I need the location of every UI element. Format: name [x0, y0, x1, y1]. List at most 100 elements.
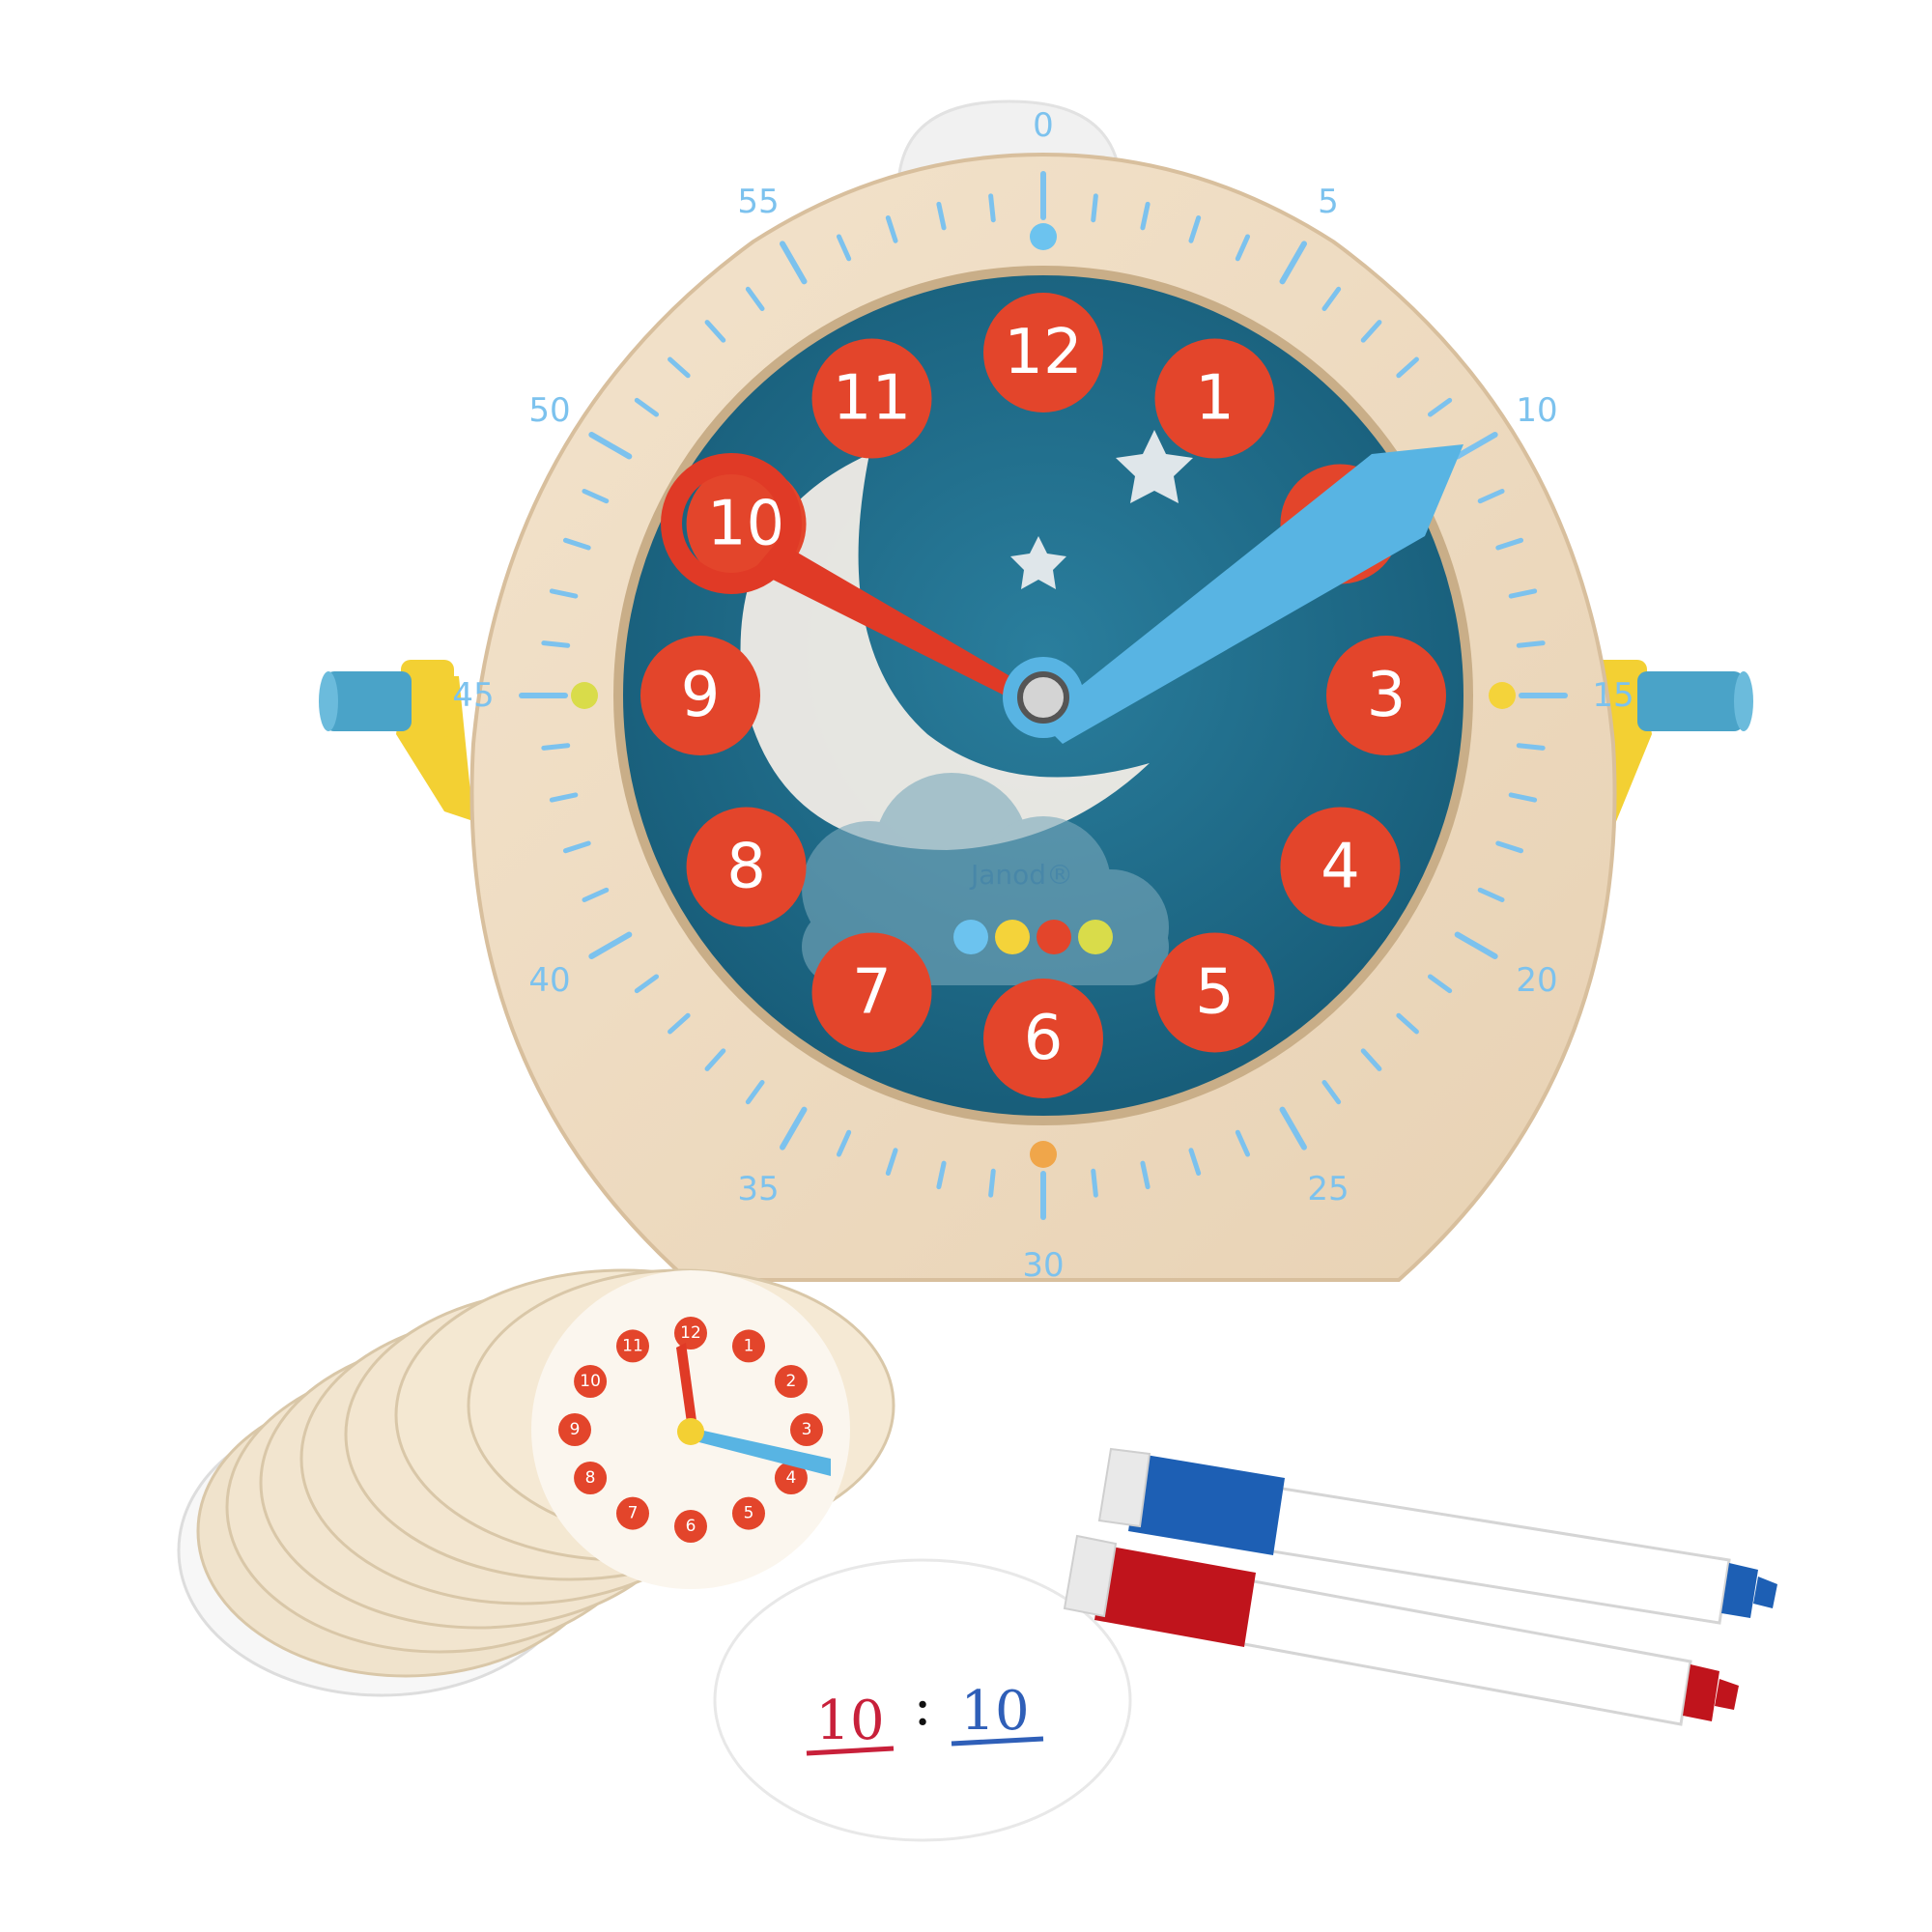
quarter-marker: [1030, 223, 1057, 250]
minute-tick: [541, 640, 571, 648]
minute-label: 15: [1592, 676, 1634, 715]
red-marker[interactable]: [1063, 1534, 1739, 1726]
minute-label: 20: [1516, 961, 1557, 1000]
hour-number: 9: [681, 660, 721, 731]
card-hour-hand: [676, 1343, 697, 1430]
quarter-marker: [1489, 682, 1516, 709]
card-hour-number: 3: [802, 1420, 812, 1439]
card-hour-number: 5: [744, 1504, 754, 1523]
hour-number: 11: [833, 363, 911, 435]
minute-tick: [1427, 397, 1453, 417]
minute-tick: [1477, 488, 1505, 504]
answer-separator: :: [914, 1675, 932, 1738]
minute-label: 25: [1307, 1170, 1349, 1208]
minute-tick: [936, 1160, 947, 1190]
card-hour-disc: 8: [574, 1462, 608, 1494]
card-hour-number: 1: [744, 1336, 754, 1355]
quarter-markers: [571, 223, 1516, 1168]
quarter-marker: [1030, 1141, 1057, 1168]
left-knob[interactable]: [319, 660, 473, 821]
minute-tick: [1235, 234, 1251, 262]
minute-tick: [1516, 640, 1546, 648]
card-hour-number: 8: [585, 1468, 596, 1488]
card-hour-number: 9: [570, 1420, 581, 1439]
blue-marker[interactable]: [1097, 1447, 1777, 1625]
minute-label: 50: [528, 391, 570, 430]
card-hour-disc: 11: [616, 1329, 649, 1363]
hour-hand[interactable]: [661, 453, 1043, 710]
hour-disc: 3: [1326, 636, 1446, 755]
minute-label: 45: [452, 676, 494, 715]
hour-disc: 12: [983, 293, 1103, 412]
hour-disc: 8: [686, 807, 807, 927]
hour-number: 4: [1321, 832, 1360, 903]
card-hour-number: 11: [622, 1336, 643, 1355]
minute-tick: [1279, 241, 1307, 285]
card-hour-disc: 9: [558, 1413, 591, 1446]
hour-number: 12: [1004, 317, 1082, 388]
hour-number: 8: [726, 832, 766, 903]
minute-tick: [549, 792, 579, 803]
card-hour-disc: 10: [574, 1365, 608, 1398]
minute-tick: [1508, 588, 1538, 599]
minute-tick: [1477, 887, 1505, 903]
minute-tick: [1091, 1168, 1098, 1198]
hour-number: 1: [1195, 363, 1235, 435]
minute-tick: [704, 1048, 726, 1071]
card-hour-disc: 5: [732, 1496, 765, 1530]
answer-disc: 10 : 10: [713, 1558, 1132, 1842]
minute-tick: [1508, 792, 1538, 803]
minute-label: 5: [1318, 183, 1339, 221]
minute-tick: [1140, 201, 1151, 231]
minute-tick: [1516, 743, 1546, 751]
card-hour-disc: 12: [674, 1317, 707, 1350]
minute-tick: [836, 1129, 852, 1157]
minute-label: 55: [737, 183, 779, 221]
moon-icon: [740, 454, 1150, 850]
minute-tick: [1396, 356, 1419, 379]
minute-tick: [1396, 1012, 1419, 1035]
minute-tick-marks: [519, 171, 1568, 1220]
hour-number: 3: [1367, 660, 1406, 731]
card-minute-hand: [688, 1428, 831, 1476]
minute-tick: [582, 887, 610, 903]
minute-tick: [780, 1106, 808, 1151]
minute-label: 40: [528, 961, 570, 1000]
minute-tick: [988, 1168, 996, 1198]
minute-tick: [1188, 1148, 1202, 1177]
hour-disc: 4: [1280, 807, 1401, 927]
minute-tick: [1495, 537, 1524, 551]
minute-tick: [836, 234, 852, 262]
card-hour-number: 10: [580, 1372, 601, 1391]
minute-tick: [704, 320, 726, 343]
minute-tick: [745, 286, 765, 312]
hour-disc: 6: [983, 979, 1103, 1098]
minute-tick: [1360, 320, 1382, 343]
hour-number: 5: [1195, 956, 1235, 1028]
minute-tick: [588, 432, 633, 460]
minute-label: 0: [1033, 106, 1054, 145]
minute-tick: [1360, 1048, 1382, 1071]
minute-tick: [885, 214, 898, 243]
minute-tick: [1454, 432, 1498, 460]
minute-tick: [582, 488, 610, 504]
answer-hours: 10: [815, 1690, 884, 1752]
minute-label: 35: [737, 1170, 779, 1208]
hour-disc: 11: [811, 338, 932, 459]
minute-tick: [1188, 214, 1202, 243]
minute-tick: [1321, 286, 1342, 312]
card-hour-disc: 3: [790, 1413, 823, 1446]
minute-tick: [885, 1148, 898, 1177]
minute-tick: [1495, 840, 1524, 854]
minute-hand[interactable]: [1038, 444, 1463, 744]
minute-tick: [668, 356, 691, 379]
minute-tick: [1091, 193, 1098, 223]
card-hour-disc: 1: [732, 1329, 765, 1363]
minute-tick: [562, 537, 591, 551]
card-hour-number: 6: [686, 1517, 696, 1536]
minute-label: 30: [1022, 1246, 1064, 1285]
